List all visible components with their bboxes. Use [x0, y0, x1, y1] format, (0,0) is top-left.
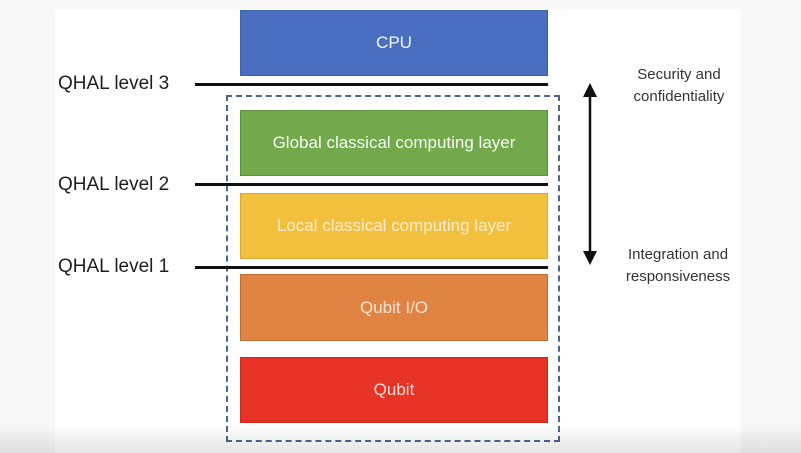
- qhal-level-2-label: QHAL level 2: [58, 174, 170, 195]
- integration-line-1: Integration and: [627, 246, 729, 263]
- layer-qubit-io: Qubit I/O: [240, 274, 548, 341]
- integration-line-2: responsiveness: [625, 268, 731, 285]
- layer-qubit-io-label: Qubit I/O: [359, 297, 429, 317]
- layer-qubit: Qubit: [240, 357, 548, 423]
- qhal-level-3-label: QHAL level 3: [58, 73, 170, 94]
- layer-local-classical: Local classical computing layer: [240, 193, 548, 259]
- layer-cpu: CPU: [240, 10, 548, 76]
- security-confidentiality-label: Security and confidentiality: [609, 64, 749, 108]
- qhal-level-2-line: [195, 183, 548, 186]
- qhal-level-3-line: [195, 83, 548, 86]
- integration-responsiveness-label: Integration and responsiveness: [608, 244, 748, 288]
- security-line-2: confidentiality: [633, 88, 725, 105]
- layer-cpu-label: CPU: [376, 33, 412, 52]
- layer-global-classical: Global classical computing layer: [240, 110, 548, 176]
- arrow-head-up: [583, 83, 597, 97]
- qhal-level-1-line: [195, 266, 548, 269]
- layer-local-classical-label: Local classical computing layer: [276, 216, 512, 235]
- layer-qubit-label: Qubit: [373, 380, 415, 399]
- arrow-head-down: [583, 251, 597, 265]
- qhal-level-1-label: QHAL level 1: [58, 256, 170, 277]
- security-line-1: Security and: [637, 66, 721, 83]
- double-arrow-icon: [583, 83, 597, 265]
- layer-global-classical-label: Global classical computing layer: [272, 133, 516, 152]
